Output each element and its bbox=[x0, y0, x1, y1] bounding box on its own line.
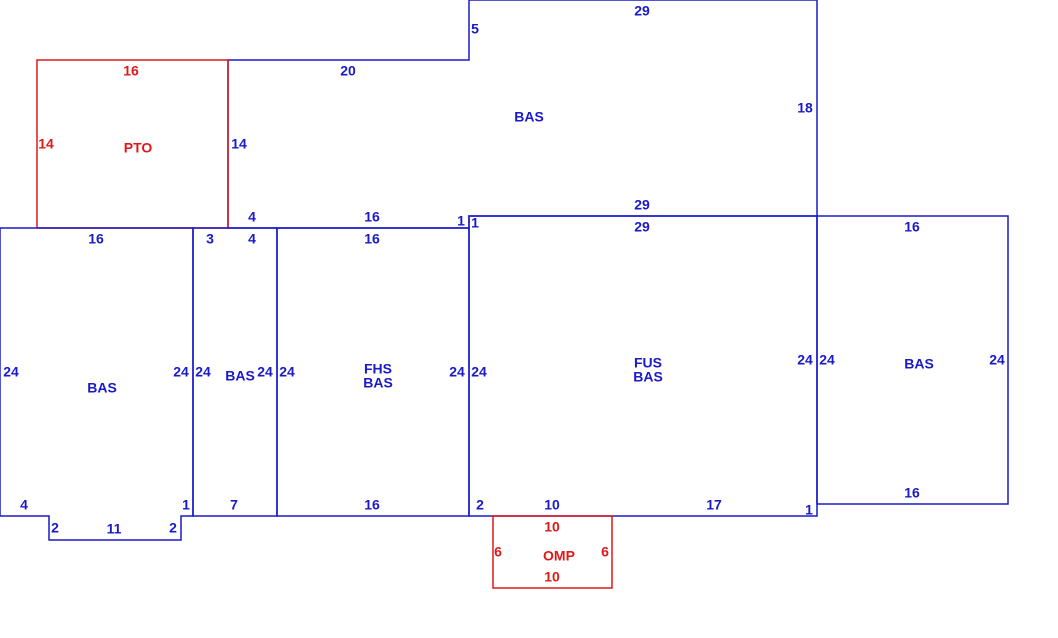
dimension-label: 29 bbox=[634, 197, 650, 213]
dimension-label: 24 bbox=[471, 364, 487, 380]
section-label: BAS bbox=[363, 375, 393, 391]
dimension-label: 10 bbox=[544, 569, 560, 585]
dimension-label: 10 bbox=[544, 519, 560, 535]
section-bas-upper: BAS 29 5 20 18 14 4 16 1 29 bbox=[227, 0, 818, 229]
dimension-label: 4 bbox=[20, 497, 28, 513]
section-outline bbox=[468, 215, 818, 517]
dimension-label: 16 bbox=[123, 63, 139, 79]
section-label: OMP bbox=[543, 548, 575, 564]
dimension-label: 16 bbox=[904, 219, 920, 235]
dimension-label: 16 bbox=[904, 485, 920, 501]
dimension-label: 1 bbox=[182, 497, 190, 513]
dimension-label: 20 bbox=[340, 63, 356, 79]
dimension-label: 16 bbox=[88, 231, 104, 247]
dimension-label: 16 bbox=[364, 497, 380, 513]
dimension-label: 2 bbox=[169, 520, 177, 536]
dimension-label: 11 bbox=[107, 521, 122, 537]
section-pto: PTO 16 14 bbox=[36, 59, 229, 229]
dimension-label: 24 bbox=[989, 352, 1005, 368]
dimension-label: 4 bbox=[248, 209, 256, 225]
dimension-label: 6 bbox=[601, 544, 609, 560]
dimension-label: 5 bbox=[471, 21, 479, 37]
dimension-label: 3 bbox=[206, 231, 214, 247]
dimension-label: 24 bbox=[195, 364, 211, 380]
dimension-label: 24 bbox=[279, 364, 295, 380]
section-label: FHS bbox=[364, 361, 392, 377]
section-label: BAS bbox=[904, 356, 934, 372]
dimension-label: 24 bbox=[449, 364, 465, 380]
section-outline bbox=[492, 515, 613, 589]
dimension-label: 2 bbox=[51, 520, 59, 536]
dimension-label: 24 bbox=[3, 364, 19, 380]
dimension-label: 24 bbox=[797, 352, 813, 368]
dimension-label: 29 bbox=[634, 219, 650, 235]
section-label: BAS bbox=[225, 368, 255, 384]
dimension-label: 16 bbox=[364, 231, 380, 247]
dimension-label: 29 bbox=[634, 3, 650, 19]
dimension-label: 10 bbox=[544, 497, 560, 513]
section-label: BAS bbox=[514, 109, 544, 125]
section-label: FUS bbox=[634, 355, 662, 371]
section-label: BAS bbox=[633, 369, 663, 385]
section-label: BAS bbox=[87, 380, 117, 396]
dimension-label: 16 bbox=[364, 209, 380, 225]
dimension-label: 17 bbox=[706, 497, 722, 513]
section-bas-narrow: BAS 3 4 24 24 7 bbox=[192, 227, 278, 517]
dimension-label: 24 bbox=[819, 352, 835, 368]
dimension-label: 24 bbox=[257, 364, 273, 380]
section-label: PTO bbox=[124, 140, 153, 156]
dimension-label: 7 bbox=[230, 497, 238, 513]
section-bas-right: BAS 16 24 24 16 bbox=[816, 215, 1009, 505]
section-omp: OMP 10 6 6 10 bbox=[492, 515, 613, 589]
dimension-label: 1 bbox=[805, 502, 813, 518]
dimension-label: 2 bbox=[476, 497, 484, 513]
dimension-label: 6 bbox=[494, 544, 502, 560]
dimension-label: 14 bbox=[38, 136, 54, 152]
dimension-label: 1 bbox=[471, 215, 479, 231]
dimension-label: 24 bbox=[173, 364, 189, 380]
dimension-label: 14 bbox=[231, 136, 247, 152]
section-outline bbox=[816, 215, 1009, 505]
dimension-label: 4 bbox=[248, 231, 256, 247]
dimension-label: 1 bbox=[457, 213, 465, 229]
dimension-label: 18 bbox=[797, 100, 813, 116]
